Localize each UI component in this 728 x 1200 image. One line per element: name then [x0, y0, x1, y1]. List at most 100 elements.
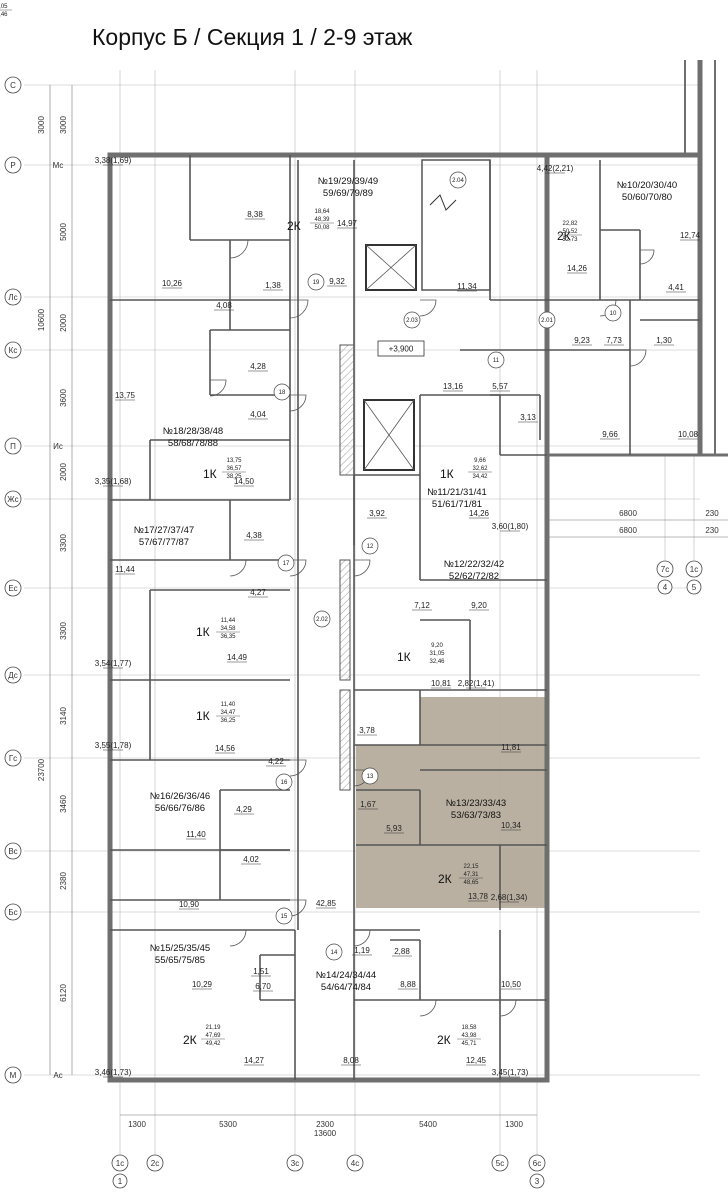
room-area-1: 8,38 [247, 210, 263, 219]
room-area-53: 2,88 [394, 947, 410, 956]
elevator-lower-x2 [363, 399, 415, 471]
room-area-30: 4,27 [250, 588, 266, 597]
room-area-11: 4,41 [668, 283, 684, 292]
room-area-42: 4,29 [236, 805, 252, 814]
room-area-25: 3,92 [369, 509, 385, 518]
highlighted-loggia [502, 848, 542, 906]
stair-flight [429, 194, 457, 211]
axis-label-ax-bs: Бс [8, 908, 17, 917]
room-area-21: 9,66 [602, 430, 618, 439]
dim-left-inner-5: 3300 [59, 534, 68, 552]
apt-10-type: 2К [557, 229, 571, 243]
axis-label-ax-es: Ес [8, 584, 17, 593]
axis-marker-ax-zh [4, 490, 22, 508]
apt-15-type: 2К [183, 1033, 197, 1047]
apt-17b-type: 1К [196, 625, 210, 639]
room-area-37: 3,55(1,78) [95, 741, 132, 750]
page-title: Корпус Б / Секция 1 / 2-9 этаж [92, 24, 413, 50]
room-area-7: 1,38 [265, 281, 281, 290]
door-swing-14 [419, 999, 437, 1017]
dimensions-left: 3000500020003600200033003300314034602380… [37, 85, 73, 1075]
room-marker-11 [275, 773, 293, 791]
room-marker-label-4: 10 [610, 311, 617, 317]
room-area-22: 10,08 [678, 430, 699, 439]
axis-marker-ax-s [4, 76, 22, 94]
room-areas: 3,38(1,69)8,3814,974,42(2,21)12,7410,264… [95, 156, 701, 1078]
apt-12-area-living: 9,20 [0, 0, 6, 2]
room-marker-2 [403, 311, 421, 329]
apt-19-type: 2К [287, 219, 301, 233]
dim-left-outer-1: 10600 [37, 308, 46, 331]
room-area-63: 3,45(1,73) [492, 1068, 529, 1077]
axis-marker-ax-ls [4, 288, 22, 306]
axis-label-ax-r: Р [10, 161, 15, 170]
apt-16b-area-full: 36,25 [220, 718, 236, 724]
dim-right-3: 230 [705, 526, 719, 535]
dim-bottom-total: 13600 [314, 1129, 337, 1138]
apt-19-area-total: 48,39 [314, 217, 330, 223]
room-area-3: 4,42(2,21) [537, 164, 574, 173]
room-area-0: 3,38(1,69) [95, 156, 132, 165]
stair-shaft [421, 159, 491, 291]
vent-shaft-2 [339, 559, 351, 681]
door-swing-17 [639, 249, 655, 265]
room-marker-label-7: 12 [367, 544, 374, 550]
axis-label-bx-3c: 3с [291, 1159, 299, 1168]
apt-13-numbers-2: 53/63/73/83 [451, 810, 501, 821]
room-area-14: 1,30 [656, 336, 672, 345]
axis-label-ax-s: С [10, 81, 16, 90]
axis-marker-bx-3c [286, 1154, 304, 1172]
apt-18-area-total: 36,57 [226, 466, 242, 472]
apt-19-numbers-2: 59/69/79/89 [323, 188, 373, 199]
axis-label-alt-rx-1c: 5 [692, 583, 697, 592]
dim-left-inner-1: 5000 [59, 223, 68, 241]
apt-10-area-total: 50,52 [562, 229, 578, 235]
room-area-4: 12,74 [680, 231, 701, 240]
dim-bottom-3: 5400 [419, 1120, 437, 1129]
apt-18-area-living: 13,75 [226, 458, 242, 464]
door-swing-12 [629, 349, 647, 367]
room-area-43: 1,67 [360, 800, 376, 809]
apt-15-numbers: №15/25/35/45 [150, 943, 210, 954]
room-area-9: 11,34 [457, 282, 477, 291]
door-swing-16 [229, 929, 247, 947]
apt-13-area-full: 48,65 [463, 880, 479, 886]
room-area-47: 4,02 [243, 855, 259, 864]
room-area-34: 14,49 [227, 653, 248, 662]
axis-label-bx-5c: 5с [496, 1159, 504, 1168]
axis-label-bx-4c: 4с [351, 1159, 359, 1168]
apt-11-area-living: 9,66 [474, 458, 486, 464]
apt-12-area-full: 32,46 [429, 659, 445, 665]
apt-10-area-full: 52,73 [562, 237, 578, 243]
room-area-46: 10,34 [501, 821, 522, 830]
door-swing-6 [289, 759, 307, 777]
interior-walls [110, 155, 700, 1080]
room-area-39: 3,78 [359, 726, 375, 735]
room-area-33: 3,54(1,77) [95, 659, 132, 668]
room-area-24: 14,50 [234, 477, 255, 486]
axis-marker-bx-2c [146, 1154, 164, 1172]
room-marker-label-0: 2.04 [452, 178, 464, 184]
dim-left-inner-3: 3600 [59, 389, 68, 407]
apt-17b-area-total: 34,58 [220, 626, 236, 632]
apt-15-area-total: 47,69 [205, 1033, 221, 1039]
door-swing-7 [289, 899, 307, 917]
apt-16b-area-total: 34,47 [220, 710, 236, 716]
axis-marker-bx-4c [346, 1154, 364, 1172]
apt-16b-type: 1К [196, 709, 210, 723]
room-area-49: 2,68(1,34) [491, 893, 528, 902]
apt-11-numbers-2: 51/61/71/81 [432, 499, 482, 510]
dim-left-inner-7: 3140 [59, 707, 68, 725]
dim-left-inner-6: 3300 [59, 622, 68, 640]
room-area-31: 7,12 [414, 601, 430, 610]
apt-11-numbers: №11/21/31/41 [427, 487, 487, 498]
axis-label-alt-bx-6c: 3 [535, 1177, 540, 1186]
apt-17b-area-living: 11,44 [221, 618, 236, 624]
apt-15-area-full: 49,42 [205, 1041, 221, 1047]
axis-marker-ax-p [4, 437, 22, 455]
apt-14-type: 2К [437, 1033, 451, 1047]
axis-marker-ax-ds [4, 666, 22, 684]
axis-label-bx-6c: 6с [533, 1159, 541, 1168]
apt-14-area-full: 45,71 [461, 1041, 477, 1047]
room-marker-5 [487, 351, 505, 369]
